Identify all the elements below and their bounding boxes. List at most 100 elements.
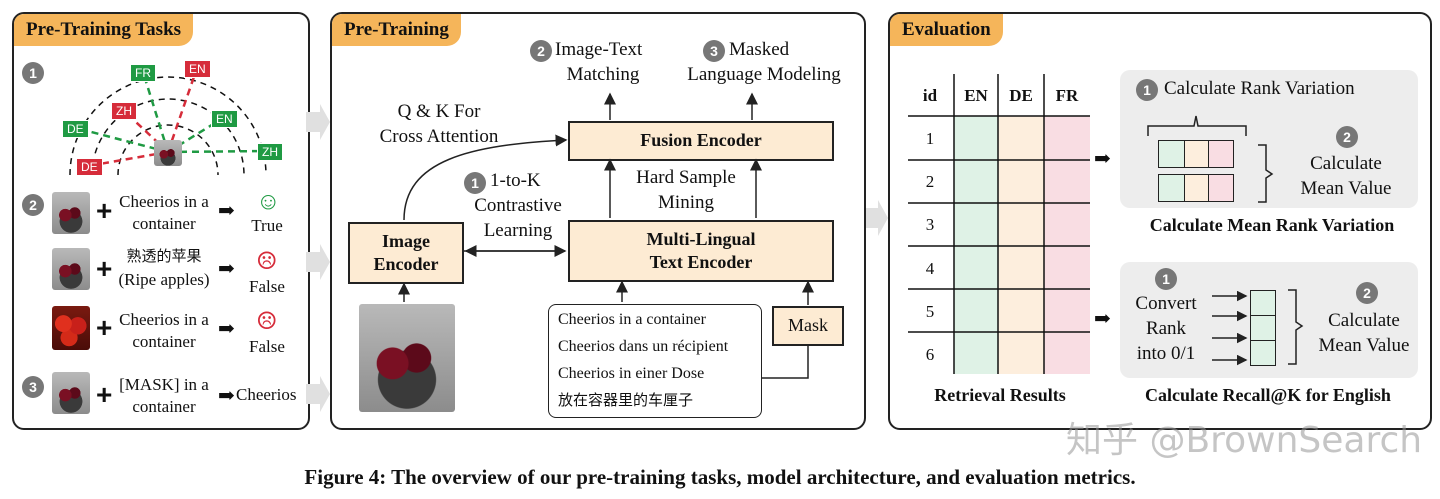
rank-label: Calculate Rank Variation [1164,78,1355,99]
center-cherry-image [154,140,182,166]
row1-result: True [251,216,283,235]
mean-badge: 2 [1336,126,1358,148]
table-header-en: EN [964,86,988,105]
table-id-3: 3 [925,215,935,234]
recall-cell-3 [1250,340,1276,366]
mean2-line1: Calculate [1328,310,1400,331]
row4-text-line2: container [132,397,196,416]
qk-label-line2: Cross Attention [379,126,499,147]
recall-caption: Calculate Recall@K for English [1145,385,1391,405]
table-header-de: DE [1009,86,1033,105]
hard-sample-line1: Hard Sample [636,167,736,188]
contrastive-line1: 1-to-K [490,170,541,191]
task3-badge: 3 [22,376,44,398]
rank-badge: 1 [1136,79,1158,101]
mean2-line2: Mean Value [1318,335,1410,356]
tag-fr: FR [130,64,156,82]
table-id-6: 6 [925,345,935,364]
rank-cell-fr-1 [1208,140,1234,168]
mlm-label-line1: Masked [729,39,790,60]
watermark: 知乎 @BrownSearch [1066,420,1423,461]
row1-plus-icon: + [96,195,113,226]
pretraining-title: Pre-Training [332,14,461,46]
convert-line1: Convert [1135,293,1197,314]
qk-label-line1: Q & K For [397,101,481,122]
tag-de-bottom: DE [76,158,103,176]
mlm-label-line2: Language Modeling [687,64,841,85]
row3-text-line1: Cheerios in a [119,310,209,329]
row3-plus-icon: + [96,312,113,343]
convert-line3: into 0/1 [1136,343,1196,364]
itm-label-line2: Matching [566,64,640,85]
row3-text-line2: container [132,332,196,351]
row2-arrow-icon: ➡ [218,258,235,280]
row4-text-line1: [MASK] in a [119,375,209,394]
table-id-4: 4 [925,259,935,278]
row2-plus-icon: + [96,253,113,284]
text-encoder-line1: Multi-Lingual [646,228,756,249]
row3-arrow-icon: ➡ [218,318,235,340]
fusion-encoder: Fusion Encoder [568,121,834,161]
smile-icon: ☺ [256,189,281,215]
retrieval-results-label: Retrieval Results [934,385,1066,405]
tag-zh-right: ZH [257,143,283,161]
mean-label-line2: Mean Value [1300,178,1392,199]
mean-label-line1: Calculate [1310,153,1382,174]
caption-de: Cheerios in einer Dose [558,365,705,382]
convert-line2: Rank [1145,318,1187,339]
row4-plus-icon: + [96,379,113,410]
rank-cell-de-1 [1184,140,1210,168]
row2-text-line1: 熟透的苹果 [126,247,202,265]
mlm-badge: 3 [703,40,725,62]
itm-label-line1: Image-Text [555,39,643,60]
table-id-5: 5 [925,302,935,321]
pretraining-tasks-title: Pre-Training Tasks [14,14,194,46]
figure-caption: Figure 4: The overview of our pre-traini… [304,465,1136,489]
rank-cell-en-1 [1158,140,1186,168]
caption-en: Cheerios in a container [558,311,706,328]
table-id-1: 1 [925,129,935,148]
row2-result: False [249,277,285,296]
row4-arrow-icon: ➡ [218,385,235,407]
frown-icon-row2: ☹ [256,249,278,275]
arrow-to-recall-icon: ➡ [1094,308,1111,330]
recall-cell-1 [1250,290,1276,316]
contrastive-badge: 1 [464,172,486,194]
row4-cherry-image [52,372,90,414]
table-id-2: 2 [925,172,935,191]
row1-arrow-icon: ➡ [218,200,235,222]
convert-badge: 1 [1155,268,1177,290]
recall-cell-2 [1250,315,1276,341]
task2-badge: 2 [22,194,44,216]
task1-badge: 1 [22,62,44,84]
evaluation-title: Evaluation [890,14,1003,46]
caption-fr: Cheerios dans un récipient [558,338,729,355]
contrastive-line2: Contrastive [474,195,562,216]
hard-sample-line2: Mining [658,192,714,213]
arrow-to-rank-icon: ➡ [1094,148,1111,170]
table-header-id: id [922,86,938,105]
image-encoder-line1: Image [382,230,430,251]
row1-text-line1: Cheerios in a [119,192,209,211]
tag-en-top: EN [184,60,211,78]
input-cherry-image [359,304,455,412]
table-header-fr: FR [1055,86,1079,105]
caption-box [548,304,762,418]
rank-caption: Calculate Mean Rank Variation [1149,215,1395,235]
caption-zh: 放在容器里的车厘子 [558,391,694,409]
tag-zh-left: ZH [111,102,137,120]
row1-text-line2: container [132,214,196,233]
tag-en-right: EN [211,110,238,128]
fr-column-bg [1044,116,1090,374]
en-column-bg [954,116,998,374]
contrastive-line3: Learning [483,220,553,241]
text-encoder: Multi-Lingual Text Encoder [568,220,834,282]
mask-box: Mask [772,306,844,346]
row2-text-line2: (Ripe apples) [118,270,210,289]
tag-de-left: DE [62,120,89,138]
